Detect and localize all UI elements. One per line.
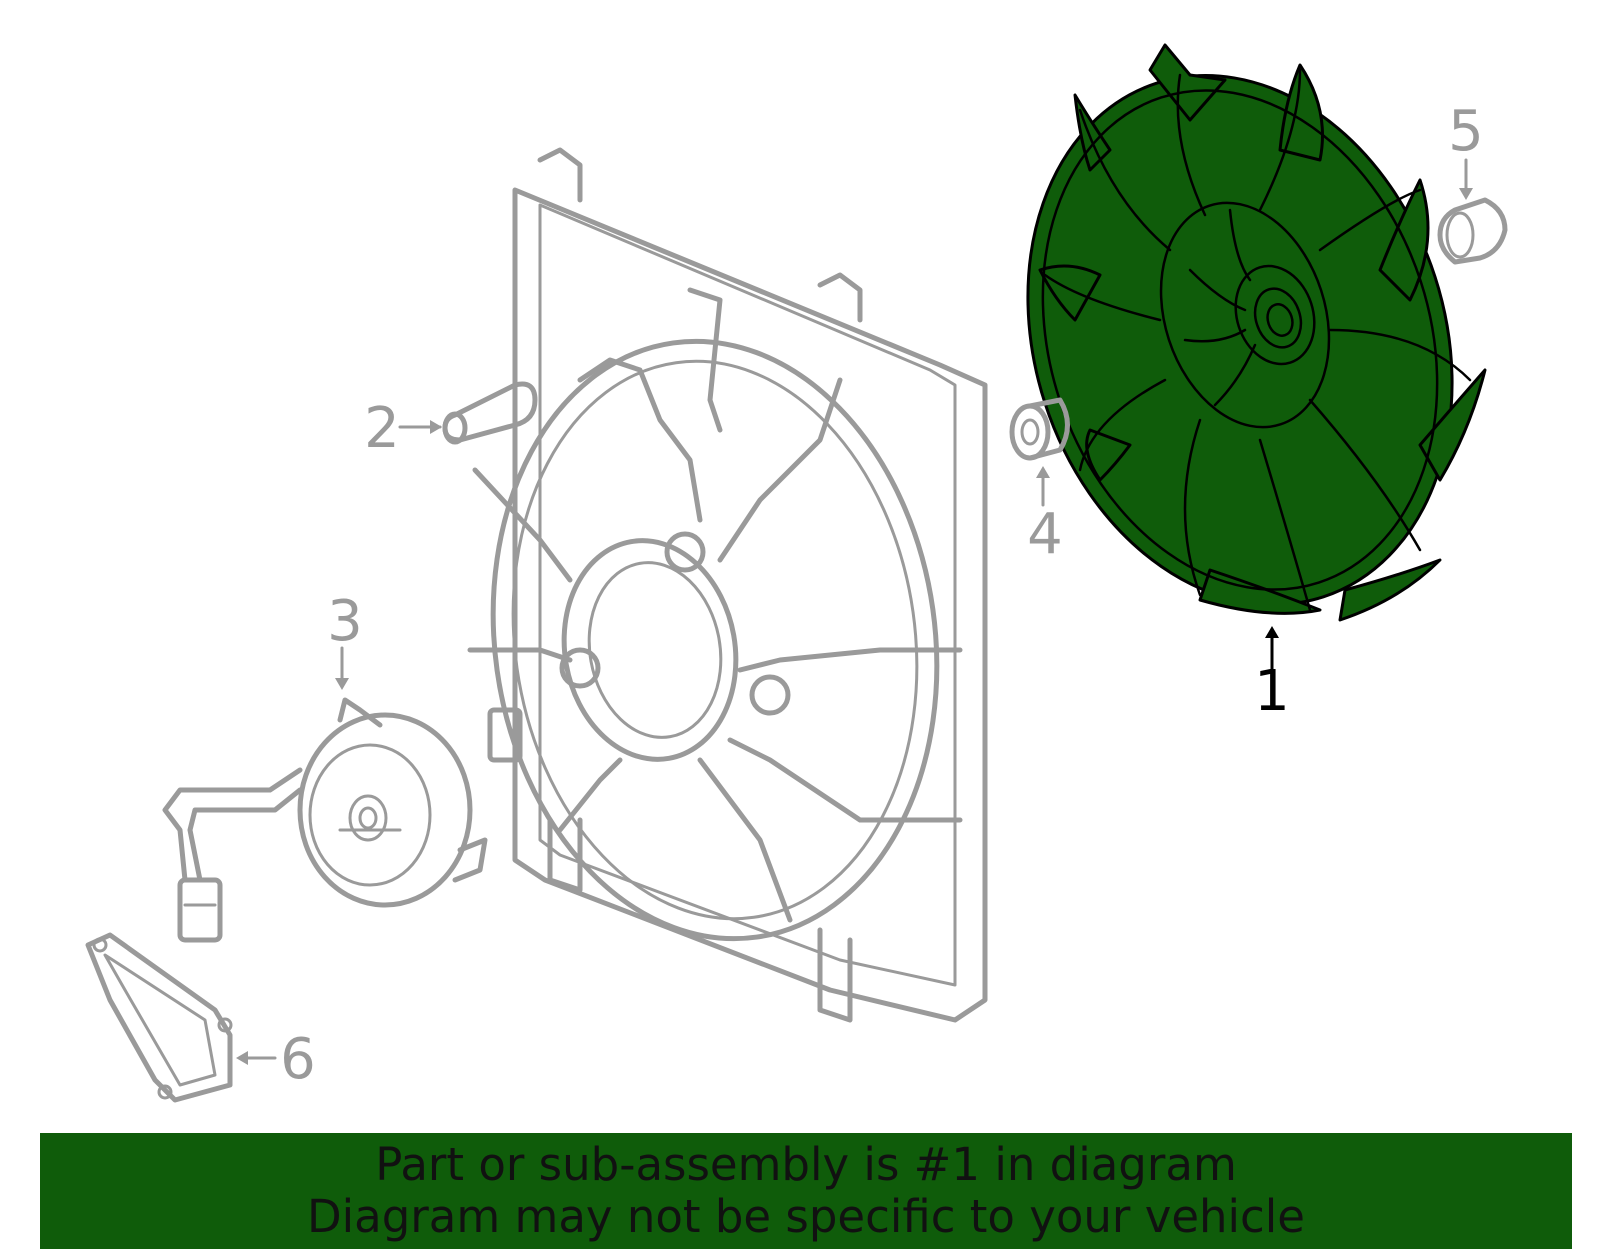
callout-arrow-2 bbox=[398, 420, 442, 434]
callout-arrow-6 bbox=[236, 1051, 277, 1065]
nut-part-5[interactable] bbox=[1437, 197, 1508, 265]
callout-arrow-3 bbox=[335, 646, 349, 690]
fan-shroud bbox=[467, 147, 988, 1023]
bushing-part-4[interactable] bbox=[1009, 397, 1070, 461]
motor-part-3[interactable] bbox=[162, 697, 488, 943]
callout-number-3[interactable]: 3 bbox=[327, 589, 363, 654]
pin-part-2[interactable] bbox=[442, 381, 538, 445]
callout-number-1[interactable]: 1 bbox=[1254, 659, 1290, 724]
callout-number-5[interactable]: 5 bbox=[1448, 99, 1484, 164]
banner-line-2: Diagram may not be specific to your vehi… bbox=[307, 1190, 1305, 1243]
callout-number-6[interactable]: 6 bbox=[280, 1027, 316, 1092]
bracket-part-6[interactable] bbox=[85, 932, 233, 1103]
callout-arrow-1 bbox=[1265, 626, 1279, 670]
callout-arrow-4 bbox=[1036, 466, 1050, 507]
fan-blade-part-1[interactable] bbox=[962, 20, 1519, 660]
banner-line-1: Part or sub-assembly is #1 in diagram bbox=[375, 1138, 1237, 1191]
info-banner: Part or sub-assembly is #1 in diagram Di… bbox=[40, 1133, 1572, 1249]
callout-arrow-5 bbox=[1459, 158, 1473, 200]
callout-number-2[interactable]: 2 bbox=[364, 396, 400, 461]
callout-number-4[interactable]: 4 bbox=[1027, 502, 1063, 567]
